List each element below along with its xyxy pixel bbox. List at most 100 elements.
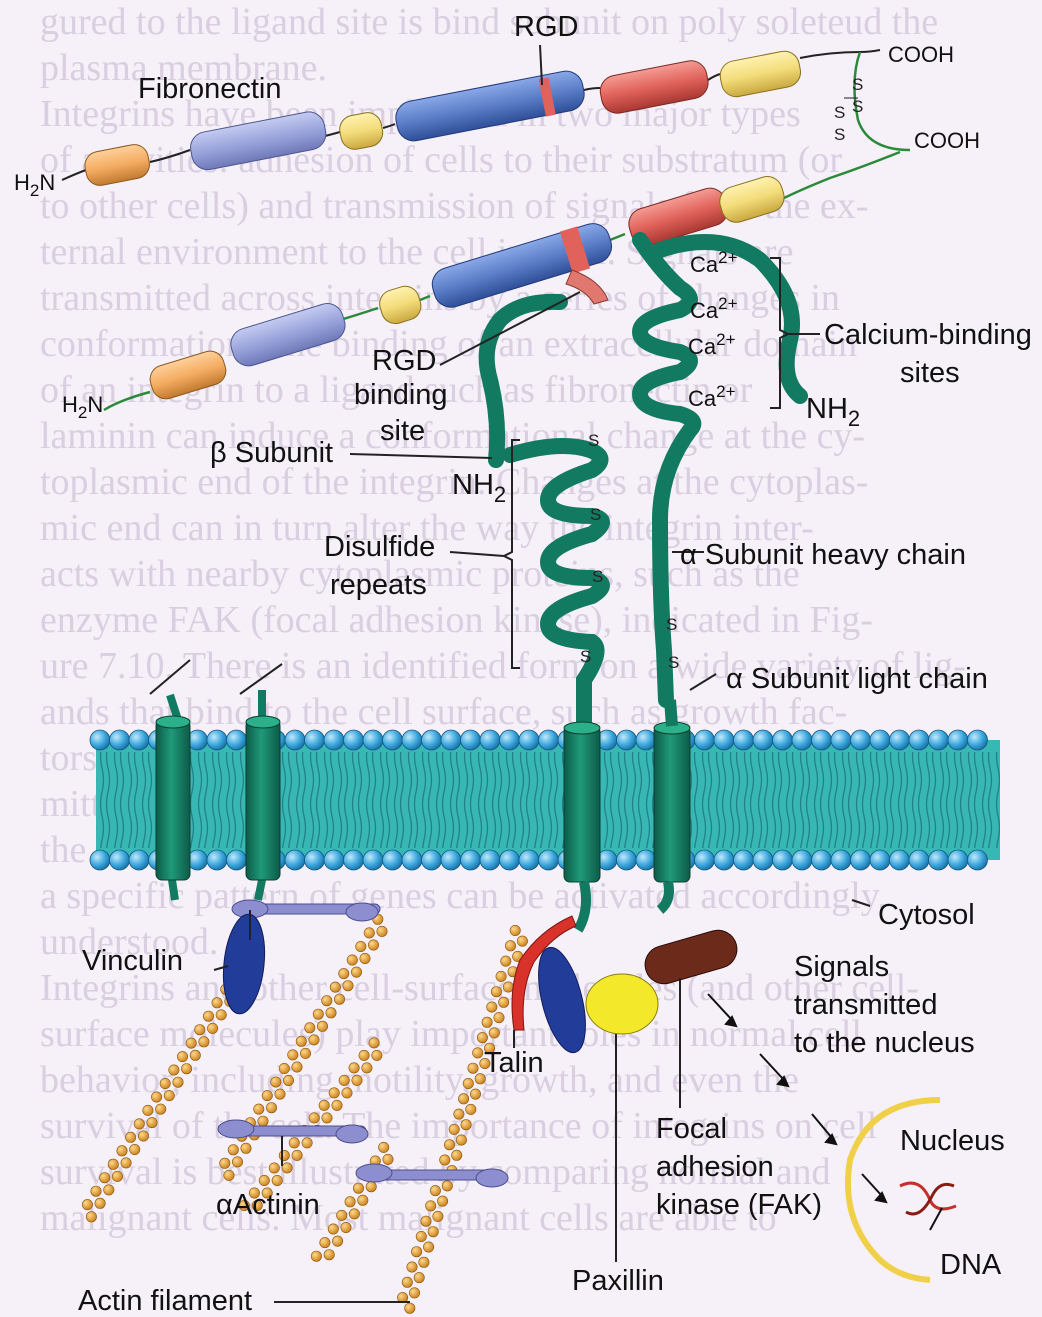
actin-monomer	[339, 968, 349, 978]
actin-monomer	[470, 1089, 480, 1099]
actin-monomer	[125, 1132, 135, 1142]
actin-monomer	[151, 1092, 161, 1102]
actin-monomer	[300, 1048, 310, 1058]
lipid-head	[461, 850, 481, 870]
lipid-head	[519, 850, 539, 870]
actin-monomer	[334, 994, 344, 1004]
actin-monomer	[332, 1236, 342, 1246]
dna-label: DNA	[940, 1249, 1002, 1281]
lipid-head	[714, 730, 734, 750]
actin-monomer	[482, 1017, 492, 1027]
lipid-head	[129, 730, 149, 750]
lipid-head	[363, 730, 383, 750]
background-text-line: laminin can induce a conformational chan…	[40, 415, 865, 457]
s-label: S	[852, 97, 863, 116]
actin-monomer	[95, 1198, 105, 1208]
s-label: S	[666, 615, 677, 634]
actin-monomer	[195, 1025, 205, 1035]
actin-monomer	[444, 1140, 454, 1150]
actin-monomer	[224, 1170, 234, 1180]
lipid-head	[909, 730, 929, 750]
actin-monomer	[169, 1065, 179, 1075]
actin-monomer	[112, 1171, 122, 1181]
actin-monomer	[272, 1175, 282, 1185]
actin-monomer	[409, 1288, 419, 1298]
lipid-head	[402, 730, 422, 750]
actin-monomer	[282, 1163, 292, 1173]
lipid-head	[714, 850, 734, 870]
lipid-head	[968, 730, 988, 750]
lipid-head	[461, 730, 481, 750]
actin-monomer	[496, 971, 506, 981]
background-text-line: surface molecules) play important roles …	[40, 1013, 862, 1055]
tm-protein-left-2	[246, 690, 280, 900]
paxillin-label: Paxillin	[572, 1265, 664, 1297]
actin-monomer	[352, 1075, 362, 1085]
actin-monomer	[220, 1158, 230, 1168]
lipid-head	[636, 850, 656, 870]
actin-monomer	[117, 1146, 127, 1156]
actin-monomer	[358, 1195, 368, 1205]
actin-monomer	[351, 967, 361, 977]
lipid-head	[636, 730, 656, 750]
actin-monomer	[279, 1150, 289, 1160]
background-text-line: enzyme FAK (focal adhesion kinase), indi…	[40, 599, 873, 641]
focal-label-line1: Focal	[656, 1113, 727, 1145]
actin-monomer	[328, 1224, 338, 1234]
actin-monomer	[419, 1257, 429, 1267]
disulfide-label-line1: Disulfide	[324, 531, 435, 563]
actin-monomer	[368, 940, 378, 950]
cooh-label-2: COOH	[914, 128, 980, 153]
s-label: S	[834, 103, 845, 122]
signals-label-line1: Signals	[794, 951, 889, 983]
actin-monomer	[91, 1186, 101, 1196]
actin-monomer	[317, 1021, 327, 1031]
fibronectin-label: Fibronectin	[138, 73, 281, 105]
actin-monomer	[241, 1143, 251, 1153]
vinculin-label: Vinculin	[82, 945, 183, 977]
actin-monomer	[456, 1135, 466, 1145]
actin-monomer	[491, 987, 501, 997]
actin-monomer	[138, 1131, 148, 1141]
actin-monomer	[212, 998, 222, 1008]
actin-monomer	[216, 1010, 226, 1020]
lipid-head	[812, 850, 832, 870]
lipid-head	[305, 850, 325, 870]
lipid-head	[500, 850, 520, 870]
actin-monomer	[489, 1028, 499, 1038]
lipid-head	[968, 850, 988, 870]
lipid-head	[207, 730, 227, 750]
actin-monomer	[487, 1002, 497, 1012]
lipid-head	[929, 730, 949, 750]
actin-monomer	[86, 1212, 96, 1222]
signals-label-line3: to the nucleus	[794, 1027, 975, 1059]
actin-monomer	[369, 1038, 379, 1048]
actin-monomer	[407, 1262, 417, 1272]
lipid-head	[909, 850, 929, 870]
actin-monomer	[454, 1109, 464, 1119]
actin-monomer	[510, 925, 520, 935]
lipid-head	[110, 730, 130, 750]
actin-monomer	[517, 936, 527, 946]
actin-monomer	[275, 1089, 285, 1099]
actin-monomer	[442, 1181, 452, 1191]
lipid-head	[383, 730, 403, 750]
lipid-head	[90, 730, 110, 750]
actin-monomer	[320, 1237, 330, 1247]
actin-monomer	[426, 1201, 436, 1211]
lipid-head	[792, 730, 812, 750]
actin-monomer	[283, 1075, 293, 1085]
lipid-head	[519, 730, 539, 750]
lipid-head	[753, 730, 773, 750]
actin-monomer	[232, 1157, 242, 1167]
actin-monomer	[362, 1063, 372, 1073]
actin-monomer	[499, 997, 509, 1007]
rgd-top-label: RGD	[514, 11, 578, 43]
actin-monomer	[199, 1037, 209, 1047]
calcium-binding-label-line1: Calcium-binding	[824, 319, 1032, 351]
s-label: S	[852, 75, 863, 94]
lipid-head	[831, 730, 851, 750]
dna-helix-icon	[900, 1183, 956, 1230]
lipid-head	[792, 850, 812, 870]
